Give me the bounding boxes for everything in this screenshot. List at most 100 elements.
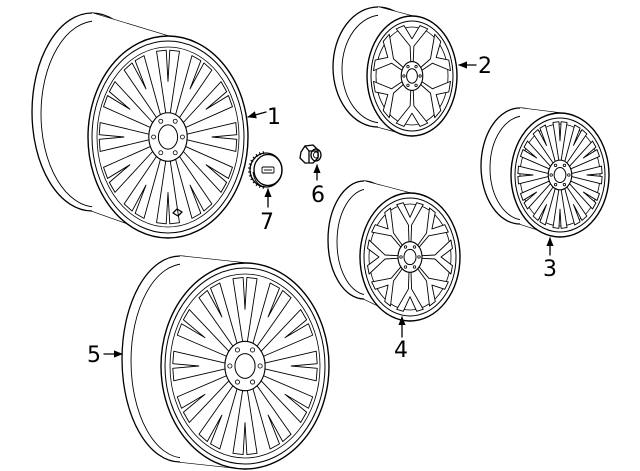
wheel-drawings — [31, 6, 610, 470]
wheel-5-lug-hole — [257, 363, 263, 369]
wheel-1-lug-hole — [172, 150, 178, 156]
wheel-1-spoke — [174, 152, 213, 219]
wheel-1-spoke — [180, 81, 233, 130]
wheel-3-spoke — [552, 186, 568, 229]
wheel-1-spoke — [98, 122, 153, 152]
wheel-5-spoke — [172, 350, 229, 382]
callout-1[interactable]: 1 — [267, 105, 281, 130]
wheel-2-face — [366, 15, 458, 137]
wheel-4-hub — [397, 241, 423, 273]
callout-5[interactable]: 5 — [87, 343, 101, 368]
wheel-3-hub — [547, 159, 573, 191]
wheel-4-spoke — [396, 269, 424, 312]
wheel-5-spoke — [251, 282, 292, 350]
wheel-4-lug-hole — [399, 255, 403, 259]
wheel-1[interactable] — [31, 12, 249, 239]
wheel-2-lug-hole — [414, 83, 418, 87]
callout-4[interactable]: 4 — [394, 338, 408, 363]
callout-6[interactable]: 6 — [311, 183, 325, 208]
wheel-5-spoke — [198, 382, 239, 450]
wheel-5-spoke — [261, 350, 318, 382]
wheel-1-spoke — [156, 49, 180, 118]
wheel-5-spoke — [258, 309, 314, 359]
wheel-1-lug-hole — [179, 134, 185, 140]
wheel-1-face — [87, 35, 249, 239]
wheel-5-spoke — [251, 382, 292, 450]
wheel-3-spoke — [520, 140, 553, 171]
wheel-4-lug-hole — [403, 265, 408, 269]
wheel-3-spoke — [567, 140, 600, 171]
wheel-4-lug-hole — [412, 245, 417, 249]
wheel-4-lug-hole — [403, 245, 408, 249]
wheel-4-spoke — [415, 207, 449, 250]
wheel-2-spoke — [395, 25, 429, 65]
wheel-5-face — [160, 262, 330, 470]
wheel-1-spoke — [156, 156, 180, 225]
wheel-1-spoke — [180, 144, 233, 193]
wheel-2-lug-hole — [406, 83, 410, 87]
wheel-3-spoke — [520, 179, 553, 210]
wheel-1-spoke — [103, 81, 156, 130]
wheel-5-spoke — [258, 373, 314, 423]
wheel-1-lug-hole — [158, 150, 164, 156]
wheel-2-spoke — [418, 33, 451, 72]
wheel-3-spoke — [567, 179, 600, 210]
wheel-1-lug-hole — [158, 118, 164, 124]
wheel-2-lug-hole — [418, 74, 422, 78]
leader-line-1 — [247, 111, 267, 119]
wheel-3-lug-hole — [562, 163, 567, 167]
wheel-3-spoke — [517, 165, 551, 185]
wheel-4-lug-hole — [412, 265, 417, 269]
wheel-4-spoke — [396, 202, 424, 245]
wheel-3-spoke — [552, 121, 568, 164]
wheel-3-spoke — [563, 184, 588, 226]
wheel-1-spoke — [183, 122, 238, 152]
wheel-4-face — [359, 192, 461, 322]
wheel-3-lug-hole — [553, 163, 558, 167]
wheel-2-spoke — [373, 33, 406, 72]
wheel-2[interactable] — [332, 6, 458, 137]
lug-nut-icon[interactable] — [299, 144, 322, 164]
callout-3[interactable]: 3 — [543, 257, 557, 282]
wheel-1-spoke — [174, 55, 213, 122]
wheel-4[interactable] — [327, 180, 461, 322]
wheel-4-lug-hole — [417, 255, 421, 259]
valve-stem — [172, 208, 183, 217]
center-cap-icon[interactable] — [248, 151, 283, 189]
wheel-5-lug-hole — [234, 347, 240, 353]
wheel-3-lug-hole — [567, 173, 571, 177]
wheel-2-lug-hole — [406, 65, 410, 69]
wheel-2-spoke — [418, 80, 451, 119]
wheel-5-lug-hole — [250, 379, 256, 385]
leader-lines — [103, 61, 554, 358]
wheel-1-hub — [148, 112, 188, 162]
callout-2[interactable]: 2 — [478, 54, 492, 79]
wheel-5-spoke — [232, 386, 258, 455]
wheel-5-lug-hole — [234, 379, 240, 385]
wheel-3-lug-hole — [562, 183, 567, 187]
wheel-3-spoke — [532, 124, 557, 166]
wheel-1-lug-hole — [172, 118, 178, 124]
wheel-5-spoke — [198, 282, 239, 350]
wheel-2-lug-hole — [414, 65, 418, 69]
gmc-emblem-icon — [261, 166, 275, 174]
wheel-4-spoke — [367, 239, 401, 275]
wheel-4-spoke — [419, 239, 453, 275]
wheel-3-spoke — [563, 124, 588, 166]
wheel-2-spoke — [373, 80, 406, 119]
wheel-4-spoke — [415, 264, 449, 307]
wheel-3-lug-hole — [553, 183, 558, 187]
wheel-3[interactable] — [480, 107, 610, 238]
wheel-3-lug-hole — [549, 173, 553, 177]
wheel-3-face — [510, 112, 610, 238]
wheel-5[interactable] — [121, 255, 330, 470]
callout-labels: 1 2 3 4 5 6 7 — [87, 54, 557, 368]
wheel-1-spoke — [103, 144, 156, 193]
wheel-5-spoke — [176, 373, 232, 423]
wheel-1-spoke — [123, 55, 162, 122]
wheel-3-spoke — [532, 184, 557, 226]
wheel-4-spoke — [371, 207, 405, 250]
wheel-2-spoke — [395, 87, 429, 127]
callout-7[interactable]: 7 — [260, 210, 274, 235]
